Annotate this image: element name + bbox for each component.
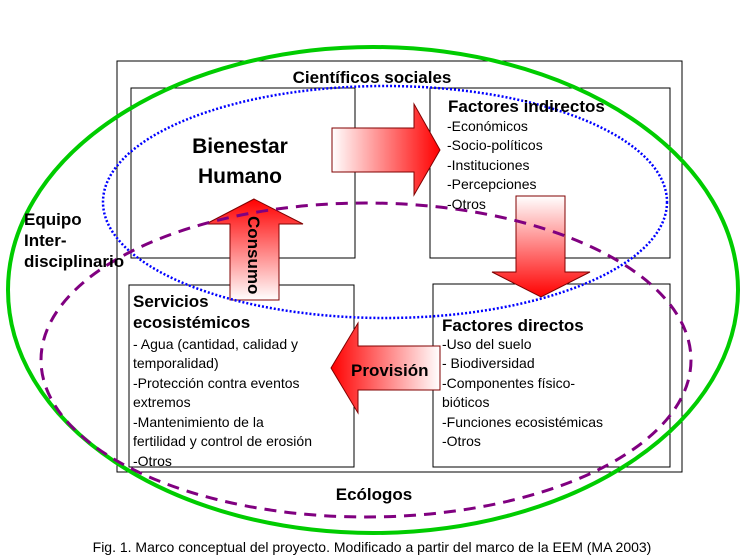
services-title-1: Servicios xyxy=(133,292,209,311)
wellbeing-title-2: Humano xyxy=(198,165,282,188)
direct-title: Factores directos xyxy=(442,316,584,335)
direct-item: -Componentes físico- xyxy=(442,375,575,391)
indirect-item: -Socio-políticos xyxy=(447,137,543,153)
direct-item: -Otros xyxy=(442,433,481,449)
services-title-2: ecosistémicos xyxy=(133,313,250,332)
services-item: - Agua (cantidad, calidad y xyxy=(133,336,298,352)
indirect-title: Factores indirectos xyxy=(448,97,605,116)
consumption-label: Consumo xyxy=(244,216,263,294)
direct-item: -Uso del suelo xyxy=(442,336,532,352)
indirect-item: -Económicos xyxy=(447,118,528,134)
interdisciplinary-ellipse xyxy=(6,45,740,535)
indirect-item: -Percepciones xyxy=(447,176,537,192)
figure-caption: Fig. 1. Marco conceptual del proyecto. M… xyxy=(93,539,652,555)
indirect-item: -Instituciones xyxy=(447,157,529,173)
direct-item: - Biodiversidad xyxy=(442,355,535,371)
team-label-2: Inter- xyxy=(24,231,67,250)
services-item: extremos xyxy=(133,394,191,410)
ecologists-label: Ecólogos xyxy=(336,485,413,504)
services-item: temporalidad) xyxy=(133,355,219,371)
indirect-item: -Otros xyxy=(447,196,486,212)
team-label-3: disciplinario xyxy=(24,252,124,271)
wellbeing-title-1: Bienestar xyxy=(192,135,288,158)
services-item: -Otros xyxy=(133,453,172,469)
services-item: -Protección contra eventos xyxy=(133,375,300,391)
services-item: -Mantenimiento de la xyxy=(133,414,264,430)
provision-label: Provisión xyxy=(351,361,428,380)
outer-frame xyxy=(116,60,683,473)
arrow-right-icon xyxy=(331,102,441,197)
team-label-1: Equipo xyxy=(24,210,82,229)
social-scientists-ellipse xyxy=(101,84,669,320)
services-item: fertilidad y control de erosión xyxy=(133,433,312,449)
arrow-up-consumption-icon xyxy=(205,198,304,301)
social-scientists-label: Científicos sociales xyxy=(293,68,452,87)
direct-item: bióticos xyxy=(442,394,489,410)
arrow-left-provision-icon xyxy=(330,321,441,415)
direct-item: -Funciones ecosistémicas xyxy=(442,414,603,430)
ecologists-ellipse xyxy=(39,201,693,519)
